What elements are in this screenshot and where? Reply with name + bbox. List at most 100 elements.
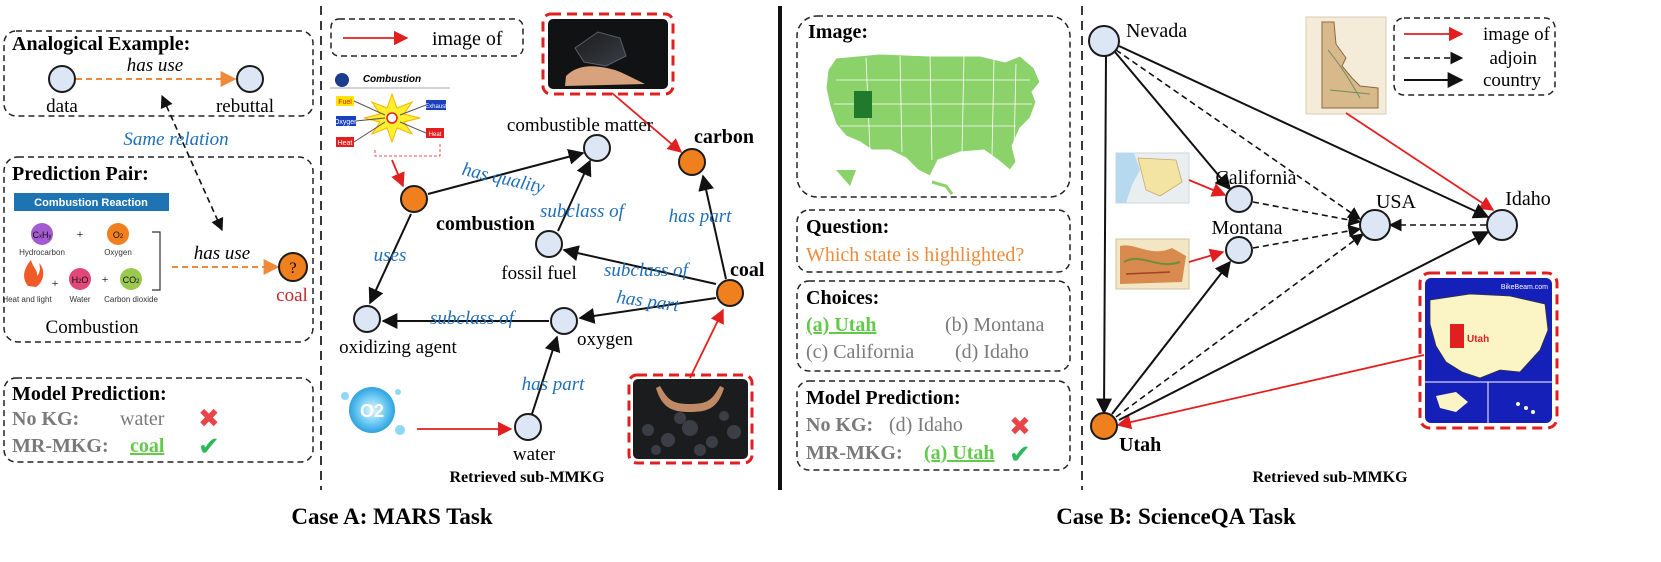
label-has-part-water-oxygen: has part — [522, 374, 586, 395]
node-combustion — [400, 185, 428, 213]
relation-edges-a — [368, 148, 727, 415]
retrieved-sub-mmkg-label-a: Retrieved sub-MMKG — [449, 469, 605, 486]
nasa-logo-icon — [335, 73, 349, 87]
same-relation-label: Same relation — [123, 129, 228, 150]
edge-image-utah — [1116, 354, 1425, 430]
svg-text:Heat: Heat — [338, 140, 353, 147]
image-of-edges-b — [1116, 112, 1495, 430]
utah-us-map-image: BikeBeam.com Utah — [1418, 271, 1559, 430]
coal-pile-photo — [627, 373, 754, 465]
svg-text:H2O: H2O — [72, 275, 89, 285]
question-box-b — [796, 209, 1071, 273]
edge-nevada-utah — [1096, 54, 1113, 415]
node-idaho — [1486, 209, 1518, 241]
label-montana: Montana — [1211, 217, 1282, 239]
label-oxidizing-agent: oxidizing agent — [339, 337, 457, 358]
no-kg-value-a: water — [120, 408, 165, 430]
us-map-image — [808, 44, 1065, 195]
edge-image-california — [1188, 179, 1227, 197]
label-water: water — [513, 444, 556, 465]
correct-check-icon-b: ✔ — [1009, 440, 1031, 469]
analogical-example-box — [3, 30, 314, 117]
label-combustion: combustion — [436, 213, 535, 235]
model-prediction-panel-a: Model Prediction: No KG: water ✖ MR-MKG:… — [3, 377, 314, 463]
same-relation-connector — [160, 94, 224, 232]
model-prediction-box-a — [3, 377, 314, 463]
prediction-relation-label: has use — [194, 243, 250, 264]
svg-text:O2: O2 — [113, 230, 124, 240]
mrmkg-label-a: MR-MKG: — [12, 435, 109, 457]
combustion-reaction-banner — [14, 193, 169, 211]
svg-text:Exhaust: Exhaust — [425, 104, 447, 110]
o2-image-label: O2 — [360, 401, 384, 421]
edge-montana-usa — [1252, 224, 1362, 249]
edge-combustion-combustible-matter — [427, 148, 585, 195]
edge-image-montana — [1188, 248, 1225, 263]
edge-utah-idaho — [1118, 231, 1490, 421]
node-coal — [716, 279, 744, 307]
svg-text:CxHy: CxHy — [33, 230, 52, 240]
choice-d: (d) Idaho — [955, 341, 1029, 363]
label-fossil-fuel: fossil fuel — [501, 263, 576, 284]
no-kg-value-b: (d) Idaho — [889, 414, 963, 436]
flame-icon — [24, 260, 44, 287]
edge-fossil-fuel-combustible-matter — [557, 159, 592, 232]
utah-us-map-frame — [1418, 271, 1559, 430]
combustion-image-label: Combustion — [46, 317, 139, 338]
combustion-reaction-image: Combustion Reaction CxHy + O2 Hydrocarbo… — [2, 193, 169, 304]
node-montana — [1225, 236, 1253, 264]
mrmkg-value-b: (a) Utah — [924, 442, 995, 464]
model-prediction-box-b — [796, 380, 1071, 471]
utah-map-label: Utah — [1467, 334, 1489, 345]
edge-nevada-california — [1114, 51, 1232, 191]
water-molecule-icon — [69, 268, 91, 290]
legend-b-country-label: country — [1483, 70, 1542, 91]
legend-image-of-label: image of — [432, 28, 503, 50]
combustion-schematic-title: Combustion — [363, 74, 421, 85]
svg-text:Oxygen: Oxygen — [334, 119, 358, 126]
label-has-quality: has quality — [460, 159, 547, 198]
node-answer-unknown — [278, 252, 308, 282]
choices-panel-b: Choices: (a) Utah (b) Montana (c) Califo… — [796, 280, 1071, 372]
hydrocarbon-label: Hydrocarbon — [19, 248, 65, 257]
edge-combustion-oxidizing-agent — [368, 213, 412, 305]
model-prediction-title-a: Model Prediction: — [12, 383, 167, 405]
wrong-cross-icon: ✖ — [198, 404, 220, 433]
node-labels-a: combustion combustible matter carbon fos… — [339, 115, 765, 465]
answer-label: coal — [276, 285, 308, 306]
edge-california-usa — [1252, 201, 1362, 227]
combustion-schematic-image: Combustion Fuel Oxygen Heat Exhaust Heat — [330, 73, 450, 157]
legend-b-image-of-label: image of — [1483, 24, 1551, 45]
edge-coal-fossil-fuel — [562, 245, 717, 285]
choice-b: (b) Montana — [945, 314, 1045, 336]
label-subclass-of-3: subclass of — [430, 308, 517, 329]
label-combustible-matter: combustible matter — [507, 115, 654, 136]
node-utah — [1090, 412, 1118, 440]
node-water — [514, 413, 542, 441]
edge-image-combustion — [391, 159, 405, 188]
legend-a: image of — [330, 18, 524, 57]
node-fossil-fuel — [535, 230, 563, 258]
label-nevada: Nevada — [1126, 20, 1187, 42]
label-utah: Utah — [1119, 434, 1161, 456]
heat-light-label: Heat and light — [2, 295, 52, 304]
mrmkg-value-a: coal — [130, 435, 165, 457]
no-kg-label-a: No KG: — [12, 408, 79, 430]
node-rebuttal — [236, 65, 264, 93]
svg-text:+: + — [52, 276, 59, 290]
label-uses: uses — [374, 245, 407, 266]
analogical-relation-label: has use — [127, 55, 183, 76]
choices-box-b — [796, 280, 1071, 372]
node-carbon — [678, 148, 706, 176]
case-b-caption: Case B: ScienceQA Task — [1056, 504, 1296, 529]
hand-icon — [565, 66, 645, 86]
legend-b: image of adjoin country — [1393, 17, 1556, 96]
node-rebuttal-label: rebuttal — [216, 96, 274, 117]
case-a-caption: Case A: MARS Task — [291, 504, 493, 529]
prediction-pair-title: Prediction Pair: — [12, 163, 149, 185]
node-nevada — [1088, 25, 1120, 57]
image-box-b — [796, 15, 1071, 198]
question-panel-b: Question: Which state is highlighted? — [796, 209, 1071, 273]
analogical-example-title: Analogical Example: — [12, 33, 190, 55]
